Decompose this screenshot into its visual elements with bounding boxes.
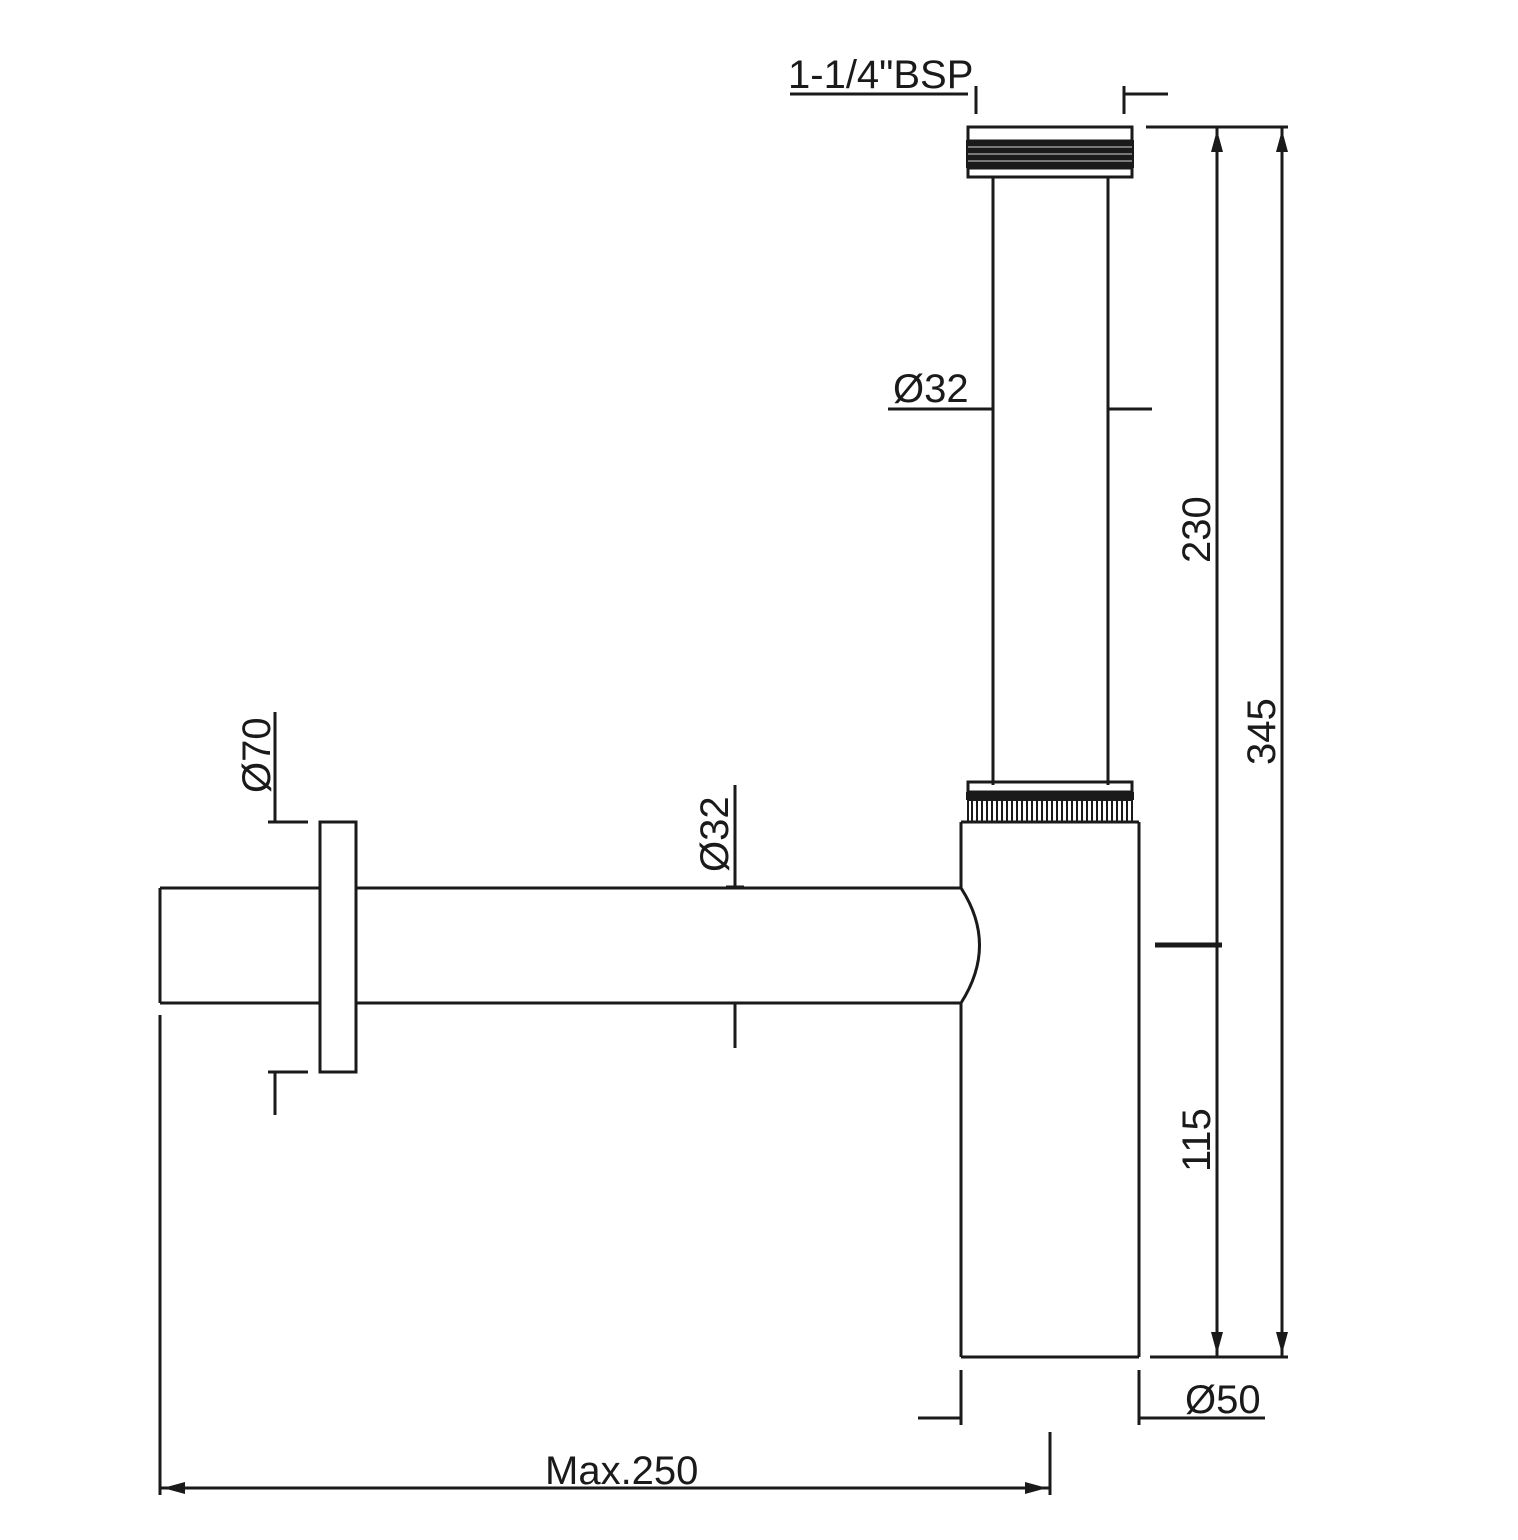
vertical-tube	[991, 177, 1110, 785]
height-lower-label: 115	[1175, 1108, 1219, 1172]
inlet-cap	[966, 125, 1134, 179]
height-upper-label: 230	[1175, 496, 1219, 563]
horizontal-tube	[158, 886, 961, 1005]
dimension-max-length: Max.250	[158, 1015, 1052, 1495]
dimension-thread: 1-1/4"BSP	[788, 53, 1168, 114]
body-dia-label: Ø50	[1185, 1378, 1261, 1422]
tube-dia-horizontal-label: Ø32	[693, 796, 737, 872]
max-length-label: Max.250	[545, 1449, 698, 1493]
thread-label: 1-1/4"BSP	[788, 53, 973, 97]
dimension-total-height: 345	[1150, 125, 1288, 1359]
tube-dia-vertical-label: Ø32	[893, 367, 969, 411]
dimension-heights: 230 115	[1146, 125, 1225, 1357]
dimension-flange: Ø70	[235, 712, 308, 1115]
trap-body	[959, 820, 1141, 1359]
dimension-tube-horizontal: Ø32	[693, 785, 744, 1048]
wall-flange	[318, 820, 358, 1074]
body-nut	[966, 780, 1134, 823]
dimension-body: Ø50	[918, 1370, 1265, 1425]
height-total-label: 345	[1240, 698, 1284, 765]
dimension-tube-vertical: Ø32	[888, 367, 1152, 411]
flange-dia-label: Ø70	[235, 717, 279, 793]
